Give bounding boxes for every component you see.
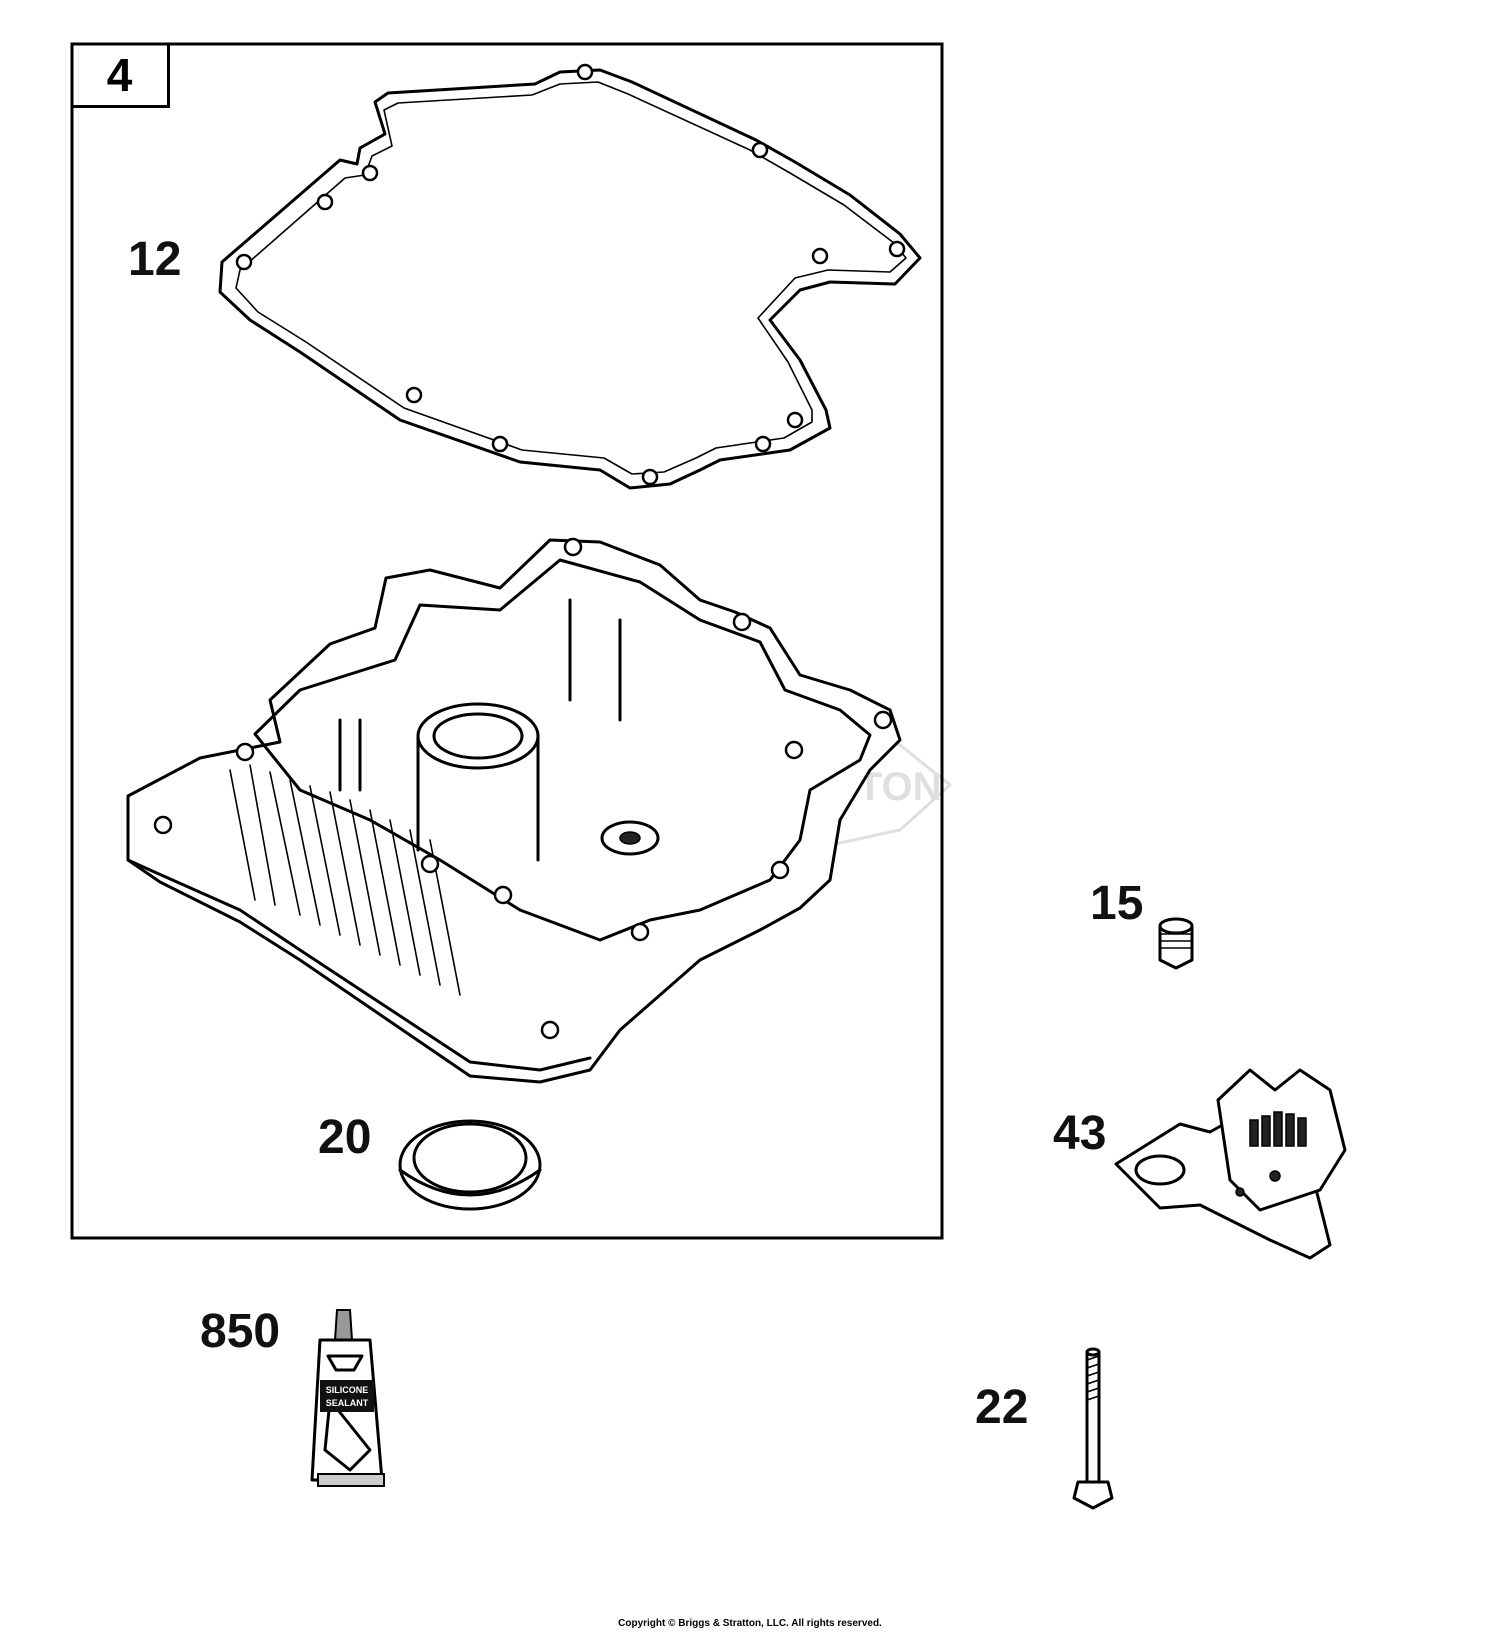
gasket-drawing (218, 63, 922, 490)
kit-frame (70, 42, 944, 1240)
callout-15: 15 (1090, 877, 1144, 930)
kit-label: 4 (72, 44, 170, 108)
sump-drawing (126, 537, 902, 1084)
bolt-drawing (1072, 1347, 1114, 1510)
callout-20: 20 (318, 1111, 372, 1164)
tube-text-2: SEALANT (326, 1398, 369, 1408)
oil-pump-drawing (1114, 1068, 1347, 1260)
tube-text-1: SILICONE (326, 1385, 369, 1395)
oil-seal-drawing (398, 1119, 542, 1211)
copyright: Copyright © Briggs & Stratton, LLC. All … (618, 1618, 882, 1629)
callout-43: 43 (1053, 1107, 1107, 1160)
callout-850: 850 (200, 1305, 281, 1358)
sealant-tube-drawing: SILICONE SEALANT (310, 1309, 385, 1487)
plug-drawing (1158, 917, 1194, 970)
callout-22: 22 (975, 1381, 1029, 1434)
callout-12: 12 (128, 233, 182, 286)
